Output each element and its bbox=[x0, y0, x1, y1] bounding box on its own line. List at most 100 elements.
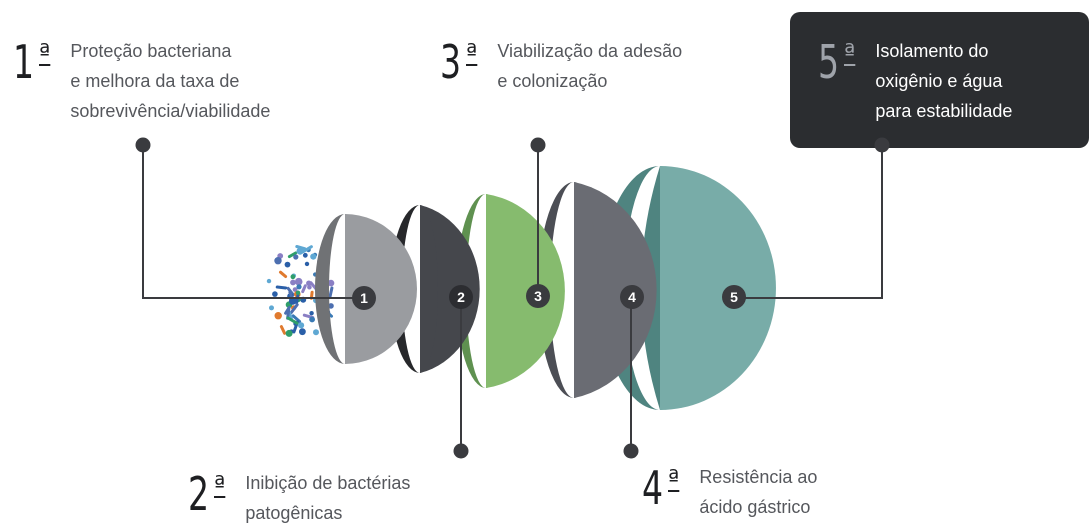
step-5-ordinal: 5 ª bbox=[818, 35, 856, 89]
bacterium-rod bbox=[275, 285, 288, 290]
step-4-label: 4 ª Resistência ao ácido gástrico bbox=[642, 461, 817, 522]
bacterium-dot bbox=[313, 329, 319, 336]
badge-3: 3 bbox=[526, 284, 550, 308]
step-1-line-1: Proteção bacteriana bbox=[70, 41, 232, 61]
step-1-superscript: ª bbox=[39, 39, 51, 67]
bacterium-dot bbox=[310, 253, 317, 260]
step-5-number: 5 bbox=[818, 35, 839, 89]
bacterium-dot bbox=[285, 329, 293, 337]
bacterium-dot bbox=[274, 257, 282, 265]
leader-line-1 bbox=[142, 145, 363, 299]
bacterium-dot bbox=[328, 303, 334, 309]
bacterium-dot bbox=[294, 277, 303, 286]
step-3-superscript: ª bbox=[466, 39, 478, 67]
step-4-line-2: ácido gástrico bbox=[699, 497, 811, 517]
shell-3-inner-light bbox=[486, 194, 506, 388]
step-1-line-3: sobrevivência/viabilidade bbox=[70, 101, 271, 121]
step-1-number: 1 bbox=[13, 35, 34, 89]
step-5-description: Isolamento do oxigênio e água para estab… bbox=[875, 36, 1012, 126]
step-5-highlight-box bbox=[790, 12, 1089, 148]
shell-5-inner-light bbox=[660, 166, 696, 410]
leader-dot-5 bbox=[874, 137, 890, 153]
step-2-line-1: Inibição de bactérias bbox=[245, 473, 411, 493]
shell-2-inner-light bbox=[420, 205, 438, 373]
leader-dot-3 bbox=[530, 137, 546, 153]
step-3-number: 3 bbox=[440, 35, 461, 89]
bacterium-dot bbox=[290, 274, 296, 280]
badge-2: 2 bbox=[449, 285, 473, 309]
leader-line-5 bbox=[734, 145, 883, 299]
step-5-superscript: ª bbox=[844, 39, 856, 67]
step-4-number: 4 bbox=[642, 461, 663, 515]
bacterium-rod bbox=[302, 245, 313, 253]
step-2-description: Inibição de bactérias patogênicas bbox=[245, 468, 410, 528]
step-5-line-2: oxigênio e água bbox=[875, 71, 1003, 91]
bacterium-dot bbox=[298, 322, 305, 329]
bacterium-rod bbox=[289, 303, 299, 315]
bacterium-dot bbox=[288, 297, 297, 305]
bacterium-dot bbox=[306, 280, 312, 286]
bacterium-dot bbox=[304, 261, 310, 267]
step-4-line-1: Resistência ao bbox=[699, 467, 818, 487]
shell-3-outer bbox=[486, 194, 565, 388]
bacterium-dot bbox=[296, 284, 302, 290]
step-5-label: 5 ª Isolamento do oxigênio e água para e… bbox=[818, 35, 1012, 126]
leader-dot-1 bbox=[135, 137, 151, 153]
bacterium-rod bbox=[286, 316, 299, 325]
badge-4: 4 bbox=[620, 285, 644, 309]
step-5-line-3: para estabilidade bbox=[875, 101, 1013, 121]
badge-5: 5 bbox=[722, 285, 746, 309]
bacterium-dot bbox=[309, 316, 315, 323]
shell-1-inner-light bbox=[345, 214, 361, 364]
bacterium-rod bbox=[284, 306, 291, 315]
step-2-superscript: ª bbox=[214, 471, 226, 499]
bacterium-dot bbox=[309, 311, 314, 316]
badge-1-number: 1 bbox=[360, 290, 368, 306]
badge-2-number: 2 bbox=[457, 289, 465, 305]
shell-1 bbox=[315, 214, 417, 364]
bacterium-dot bbox=[327, 279, 335, 287]
bacterium-dot bbox=[274, 312, 282, 320]
step-1-ordinal: 1 ª bbox=[13, 35, 51, 89]
step-3-description: Viabilização da adesão e colonização bbox=[497, 36, 682, 96]
step-2-number: 2 bbox=[188, 467, 209, 521]
leader-dots bbox=[135, 137, 890, 459]
bacterium-rod bbox=[301, 284, 307, 294]
step-3-label: 3 ª Viabilização da adesão e colonização bbox=[440, 35, 682, 96]
step-4-superscript: ª bbox=[668, 465, 680, 493]
bacterium-dot bbox=[302, 252, 308, 258]
badge-4-number: 4 bbox=[628, 289, 636, 305]
step-4-description: Resistência ao ácido gástrico bbox=[699, 462, 817, 522]
bacterium-rod bbox=[295, 245, 307, 251]
step-1-description: Proteção bacteriana e melhora da taxa de… bbox=[70, 36, 270, 126]
step-2-label: 2 ª Inibição de bactérias patogênicas bbox=[188, 467, 410, 528]
bacterium-rod bbox=[291, 314, 302, 323]
bacterium-dot bbox=[269, 305, 274, 311]
leader-dot-2 bbox=[453, 443, 469, 459]
bacterium-dot bbox=[292, 287, 298, 292]
bacterium-rod bbox=[279, 270, 288, 278]
bacterium-dot bbox=[293, 254, 299, 260]
bacterium-dot bbox=[290, 279, 296, 286]
shell-4-inner-light bbox=[574, 182, 598, 398]
leader-lines bbox=[142, 145, 883, 449]
leader-dot-4 bbox=[623, 443, 639, 459]
bacterium-rod bbox=[328, 286, 334, 300]
step-4-ordinal: 4 ª bbox=[642, 461, 680, 515]
step-5-line-1: Isolamento do bbox=[875, 41, 989, 61]
badge-5-number: 5 bbox=[730, 289, 738, 305]
bacterium-rod bbox=[279, 325, 287, 335]
step-2-line-2: patogênicas bbox=[245, 503, 343, 523]
bacterium-dot bbox=[299, 328, 306, 336]
step-3-line-2: e colonização bbox=[497, 71, 608, 91]
bacterium-dot bbox=[307, 284, 312, 290]
bacterium-dot bbox=[272, 291, 278, 297]
step-1-label: 1 ª Proteção bacteriana e melhora da tax… bbox=[13, 35, 270, 126]
bacterium-rod bbox=[287, 251, 298, 259]
step-3-line-1: Viabilização da adesão bbox=[497, 41, 683, 61]
step-2-ordinal: 2 ª bbox=[188, 467, 226, 521]
step-3-ordinal: 3 ª bbox=[440, 35, 478, 89]
bacterium-dot bbox=[266, 278, 272, 284]
bacterium-dot bbox=[284, 261, 291, 268]
